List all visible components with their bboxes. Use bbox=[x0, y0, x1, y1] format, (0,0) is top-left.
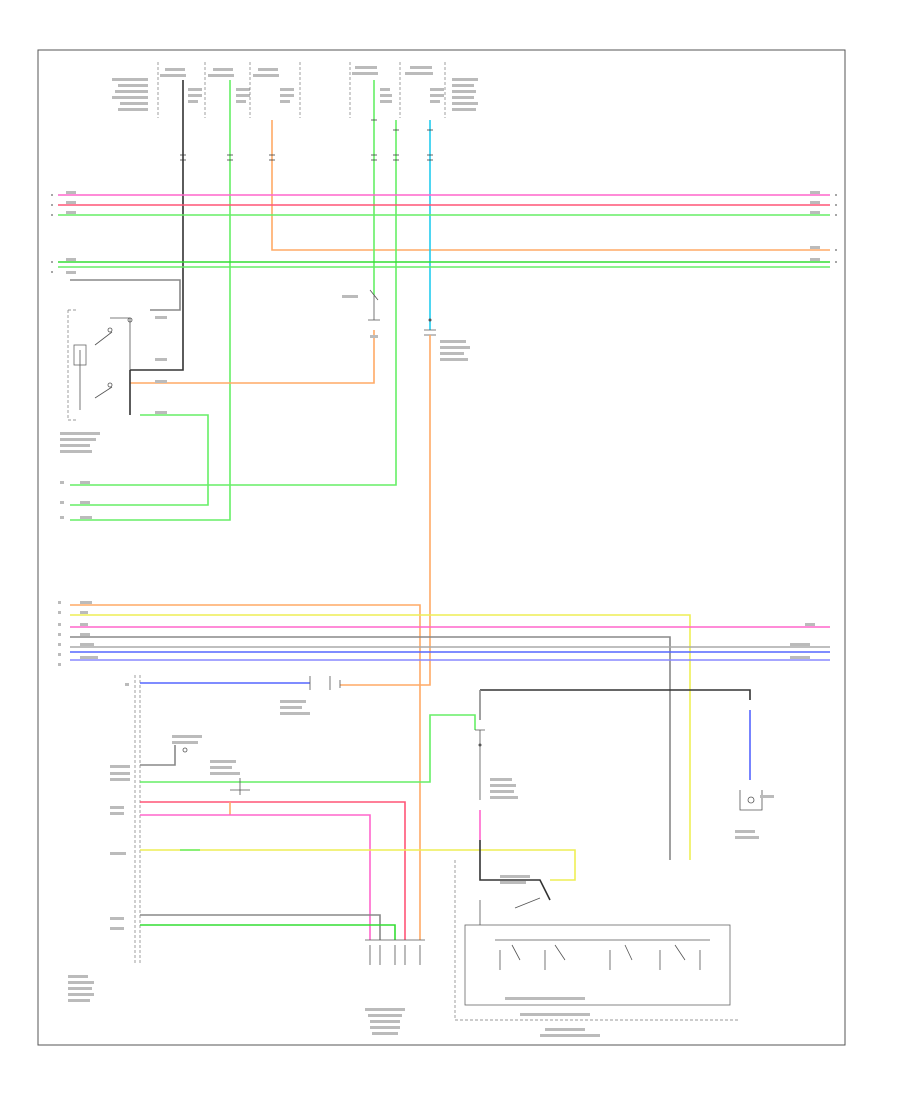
steering-switch-panel bbox=[454, 860, 740, 1037]
diagram-frame bbox=[37, 49, 846, 1046]
wire-gray-lower bbox=[140, 914, 381, 940]
wire-red-lower bbox=[140, 801, 406, 940]
wire-feed-light-green bbox=[70, 80, 231, 521]
center-switch bbox=[342, 289, 380, 338]
wire-feed-black bbox=[130, 80, 184, 371]
feed-connectors bbox=[180, 119, 433, 161]
park-switch bbox=[500, 875, 541, 909]
middle-bus bbox=[70, 604, 830, 940]
bus-end-ticks bbox=[51, 194, 837, 273]
wire-orange-relay bbox=[130, 330, 375, 384]
wire-orange-main bbox=[340, 335, 431, 686]
wire-gray-relay-in bbox=[70, 279, 181, 311]
wire-black-top-right bbox=[480, 689, 751, 700]
relay-labels bbox=[60, 316, 167, 519]
lower-connector bbox=[280, 676, 341, 715]
wire-green-relay bbox=[70, 414, 209, 506]
wire-yellow-lower bbox=[140, 849, 576, 881]
wire-black-switch bbox=[479, 840, 551, 901]
lower-left-connector bbox=[134, 675, 141, 965]
lower-left-pin-labels bbox=[68, 683, 130, 1002]
sensor-mid bbox=[210, 760, 250, 795]
sensor-connector bbox=[424, 318, 470, 361]
fuse-brackets bbox=[157, 62, 446, 118]
top-bus bbox=[58, 194, 830, 268]
wire-green-bottom bbox=[140, 924, 396, 940]
bottom-center-connector bbox=[365, 939, 425, 1035]
component-small-box bbox=[172, 735, 202, 753]
top-fuse-labels bbox=[112, 66, 478, 111]
top-bus-labels bbox=[66, 191, 820, 274]
middle-bus-labels bbox=[58, 601, 815, 666]
wire-pink-lower bbox=[140, 814, 371, 940]
right-bulb bbox=[735, 790, 774, 839]
wire-feed-green-b bbox=[70, 120, 397, 486]
wire-gray-comp bbox=[140, 745, 176, 766]
wire-feed-orange bbox=[271, 120, 830, 251]
wire-green-lower bbox=[140, 714, 476, 783]
right-sensor bbox=[475, 729, 518, 800]
left-relay-module bbox=[67, 309, 133, 421]
